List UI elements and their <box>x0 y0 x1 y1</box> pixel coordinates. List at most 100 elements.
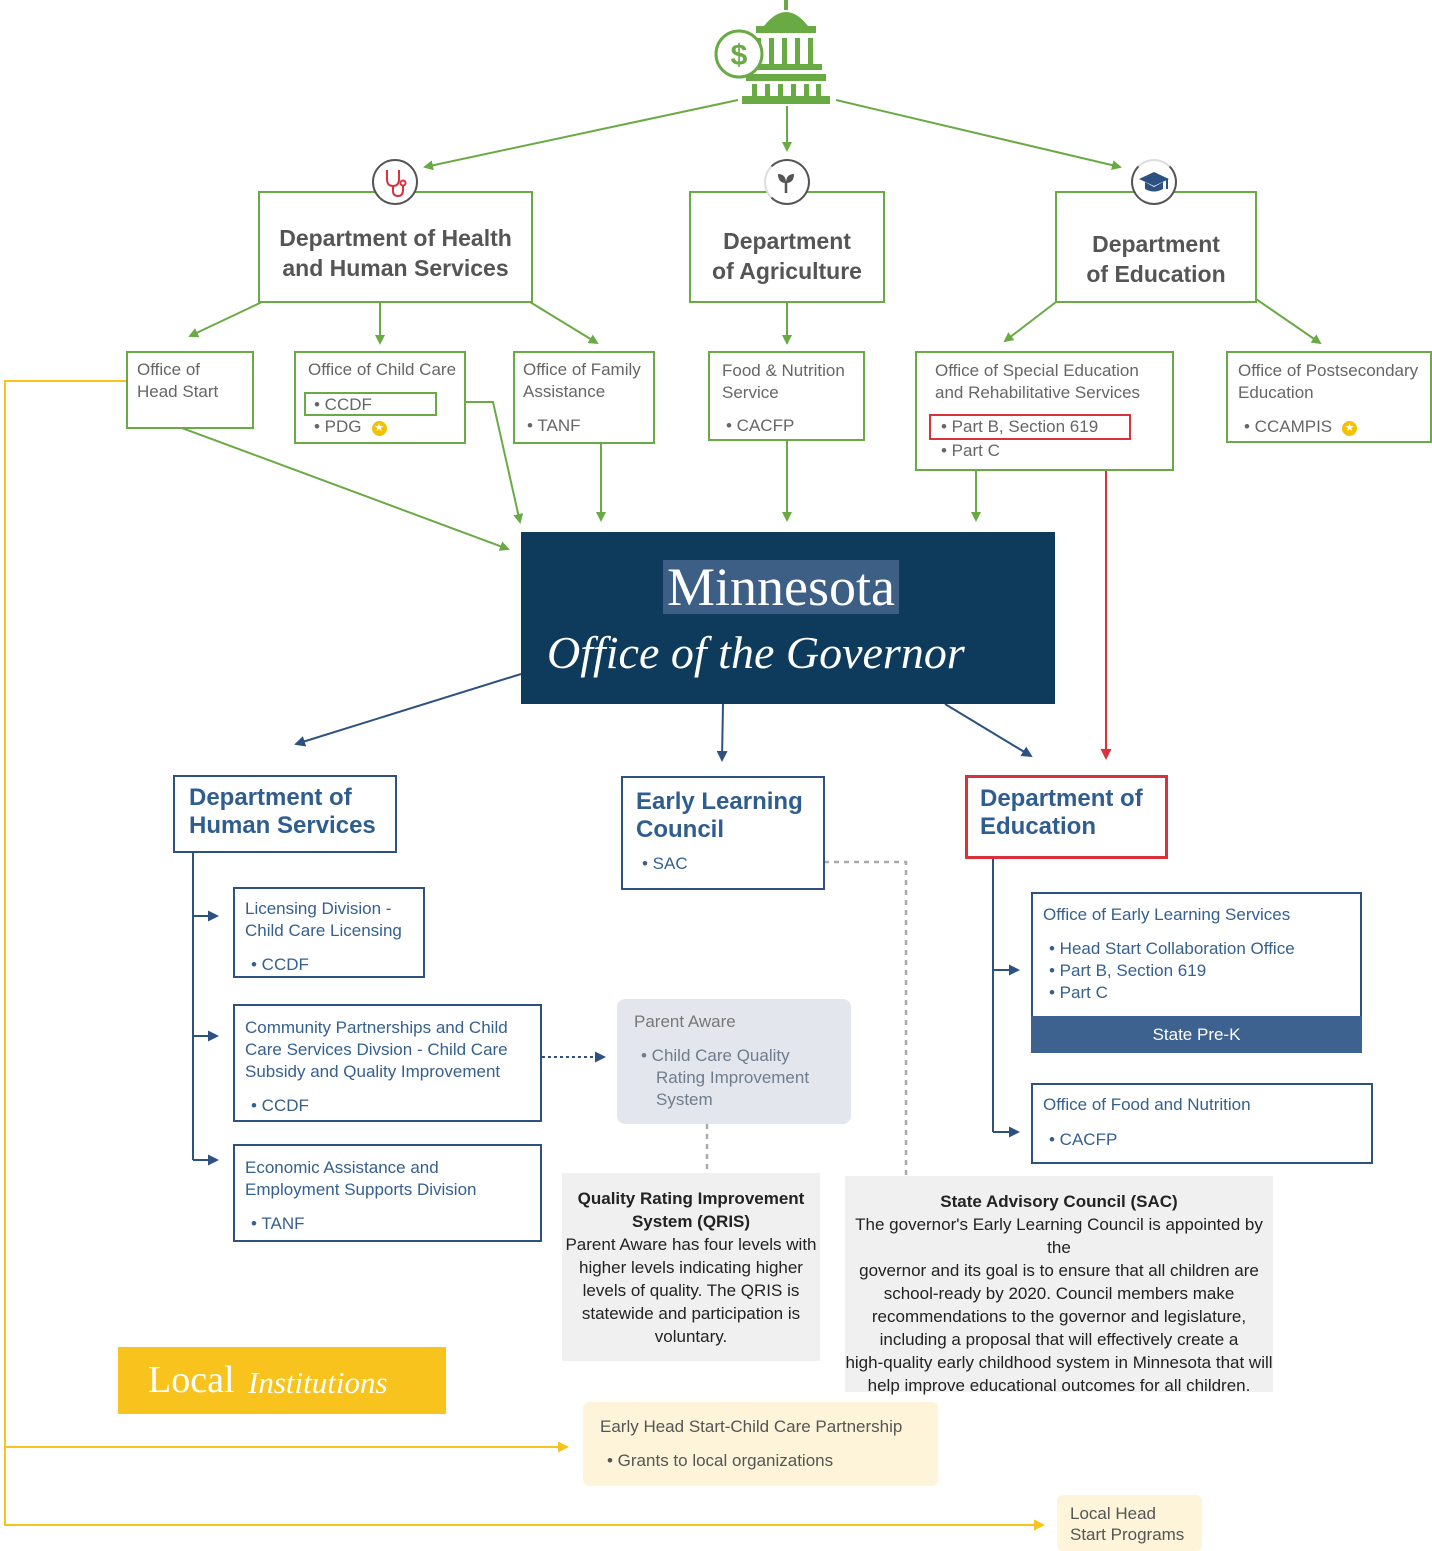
agriculture-title-line1: Department <box>723 228 851 254</box>
office-postsecondary-box: Office of Postsecondary Education • CCAM… <box>1226 351 1432 443</box>
local-head-start-line1: Local Head <box>1070 1504 1157 1523</box>
office-head-start-line2: Head Start <box>137 382 219 401</box>
sac-body-line7: help improve educational outcomes for al… <box>867 1376 1251 1395</box>
special-ed-item-part-c: • Part C <box>941 441 1000 460</box>
office-early-learning-box: Office of Early Learning Services • Head… <box>1031 892 1362 1053</box>
sac-body-line3: school-ready by 2020. Council members ma… <box>883 1284 1235 1303</box>
food-nutrition-office-title: Office of Food and Nutrition <box>1043 1095 1251 1114</box>
economic-item-tanf: • TANF <box>251 1214 305 1233</box>
elc-item-sac: • SAC <box>642 854 688 873</box>
sac-note: State Advisory Council (SAC) The governo… <box>845 1176 1273 1395</box>
capitol-dollar-icon: $ <box>714 0 830 104</box>
office-family-assistance-line1: Office of Family <box>523 360 641 379</box>
early-learning-council-box: Early Learning Council • SAC <box>621 776 825 890</box>
parent-aware-box: Parent Aware • Child Care Quality Rating… <box>617 999 851 1124</box>
food-nutrition-service-box: Food & Nutrition Service • CACFP <box>708 351 865 441</box>
sac-body-line2: governor and its goal is to ensure that … <box>859 1261 1259 1280</box>
part-b-highlight <box>929 414 1131 440</box>
community-line3: Subsidy and Quality Improvement <box>245 1062 501 1081</box>
office-food-nutrition-box: Office of Food and Nutrition • CACFP <box>1031 1083 1373 1164</box>
pdg-label: • PDG <box>314 417 362 436</box>
food-nutrition-line2: Service <box>722 383 779 402</box>
parent-aware-item-line1: • Child Care Quality <box>641 1046 790 1065</box>
licensing-line2: Child Care Licensing <box>245 921 402 940</box>
sac-body-line4: recommendations to the governor and legi… <box>871 1307 1247 1326</box>
qris-heading-line1: Quality Rating Improvement <box>577 1189 805 1208</box>
sac-heading: State Advisory Council (SAC) <box>940 1192 1178 1211</box>
education-title-line1: Department <box>1092 231 1220 257</box>
special-ed-line2: and Rehabilitative Services <box>935 383 1141 402</box>
agriculture-title: Department of Agriculture <box>691 226 883 286</box>
dhs-box: Department of Human Services <box>173 775 397 853</box>
sprout-icon <box>764 159 810 205</box>
sac-body-line6: high-quality early childhood system in M… <box>845 1353 1273 1372</box>
ccdf-highlight <box>304 392 437 416</box>
parent-aware-item-line3: System <box>656 1090 713 1109</box>
local-arrows <box>4 380 1045 1531</box>
parent-aware-title: Parent Aware <box>634 1012 736 1031</box>
qris-note: Quality Rating Improvement System (QRIS)… <box>562 1173 820 1361</box>
mde-title-line2: Education <box>980 813 1097 840</box>
postsecondary-line1: Office of Postsecondary <box>1238 361 1419 380</box>
elc-title-line1: Early Learning <box>636 788 803 815</box>
governor-office-title: Office of the Governor <box>547 627 965 678</box>
office-family-assistance-item-tanf: • TANF <box>527 416 581 435</box>
qris-body-line5: voluntary. <box>654 1327 728 1346</box>
qris-body-line1: Parent Aware has four levels with <box>565 1235 817 1254</box>
star-icon: ★ <box>1342 421 1358 436</box>
office-child-care-title: Office of Child Care <box>308 360 457 379</box>
licensing-item-ccdf: • CCDF <box>251 955 309 974</box>
ehs-partnership-box: Early Head Start-Child Care Partnership … <box>583 1402 938 1486</box>
dhs-title-line2: Human Services <box>189 812 376 839</box>
agriculture-box: Department of Agriculture <box>689 191 885 303</box>
early-learning-title: Office of Early Learning Services <box>1043 905 1291 924</box>
governor-state-name: Minnesota <box>663 560 899 614</box>
postsecondary-item-ccampis: • CCAMPIS ★ <box>1244 416 1358 438</box>
parent-aware-item-line2: Rating Improvement <box>656 1068 810 1087</box>
dhhs-title-line1: Department of Health <box>279 225 512 251</box>
dhhs-title: Department of Health and Human Services <box>260 223 531 283</box>
office-head-start-line1: Office of <box>137 360 200 379</box>
ccampis-label: • CCAMPIS <box>1244 417 1333 436</box>
economic-line2: Employment Supports Division <box>245 1180 477 1199</box>
local-head-start-line2: Start Programs <box>1070 1525 1185 1544</box>
licensing-line1: Licensing Division - <box>245 899 392 918</box>
dashed-connectors <box>704 860 908 1176</box>
governor-office-box: Minnesota Office of the Governor <box>521 532 1055 704</box>
state-arrows <box>192 673 1033 1166</box>
state-pre-k-banner: State Pre-K <box>1031 1016 1362 1053</box>
food-nutrition-item-cacfp: • CACFP <box>726 416 795 435</box>
office-child-care-item-pdg: • PDG ★ <box>314 416 387 438</box>
local-heading-italic: Institutions <box>248 1365 388 1400</box>
office-family-assistance-line2: Assistance <box>523 382 606 401</box>
community-line1: Community Partnerships and Child <box>245 1018 508 1037</box>
mde-box: Department of Education <box>965 775 1168 859</box>
graduation-cap-icon <box>1131 159 1177 205</box>
early-learning-item-head-start: • Head Start Collaboration Office <box>1049 939 1295 958</box>
ehs-partnership-title: Early Head Start-Child Care Partnership <box>600 1417 903 1436</box>
licensing-division-box: Licensing Division - Child Care Licensin… <box>233 887 425 978</box>
community-line2: Care Services Divsion - Child Care <box>245 1040 508 1059</box>
stethoscope-icon <box>372 159 418 205</box>
qris-body-line3: levels of quality. The QRIS is <box>582 1281 800 1300</box>
community-item-ccdf: • CCDF <box>251 1096 309 1115</box>
qris-body-line2: higher levels indicating higher <box>579 1258 803 1277</box>
star-icon: ★ <box>371 421 387 436</box>
office-child-care-box: Office of Child Care • CCDF • PDG ★ <box>294 351 466 444</box>
office-child-care-item-ccdf: • CCDF <box>314 395 372 414</box>
food-nutrition-line1: Food & Nutrition <box>722 361 845 380</box>
local-head-start-box: Local Head Start Programs <box>1057 1495 1202 1551</box>
dhhs-box: Department of Health and Human Services <box>258 191 533 303</box>
dhhs-title-line2: and Human Services <box>282 255 509 281</box>
special-ed-line1: Office of Special Education <box>935 361 1139 380</box>
early-learning-item-part-b: • Part B, Section 619 <box>1049 961 1207 980</box>
education-federal-box: Department of Education <box>1055 191 1257 303</box>
elc-title-line2: Council <box>636 816 724 843</box>
mde-title-line1: Department of <box>980 785 1143 812</box>
dhs-title-line1: Department of <box>189 784 352 811</box>
community-partnerships-box: Community Partnerships and Child Care Se… <box>233 1004 542 1122</box>
food-nutrition-office-item-cacfp: • CACFP <box>1049 1130 1118 1149</box>
office-head-start-box: Office of Head Start <box>126 351 254 429</box>
early-learning-item-part-c: • Part C <box>1049 983 1108 1002</box>
special-ed-item-part-b: • Part B, Section 619 <box>941 417 1099 436</box>
